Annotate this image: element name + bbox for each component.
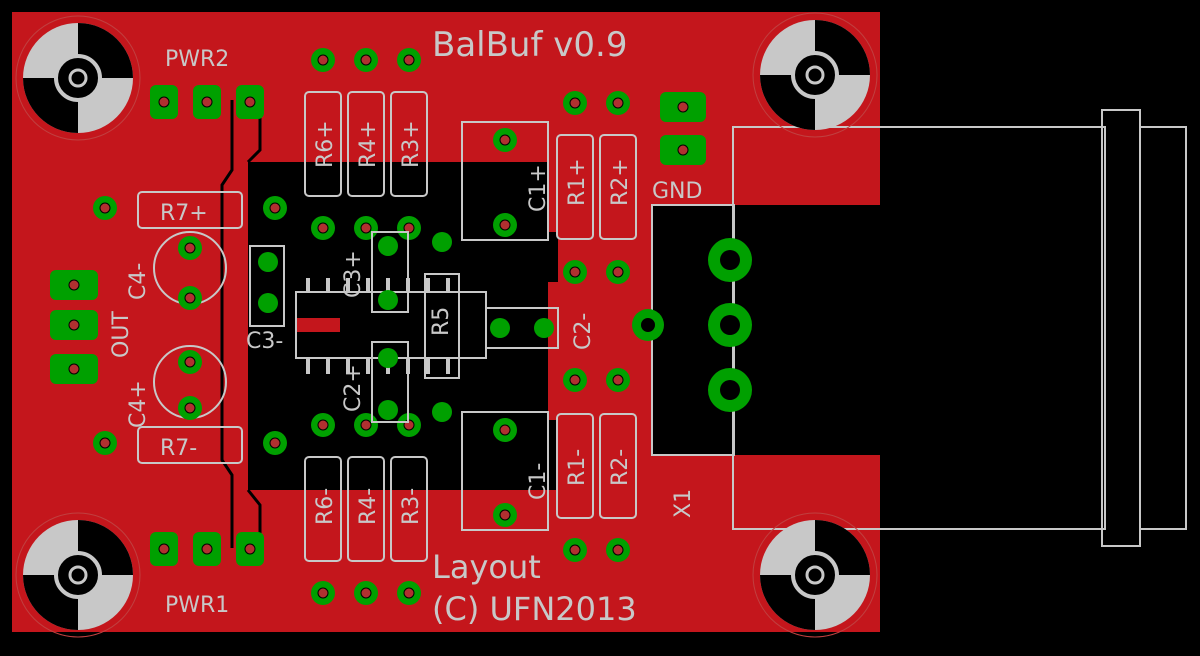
out-header: [50, 270, 98, 384]
label-c3p: C3+: [341, 250, 366, 298]
silkscreen-text: BalBuf v0.9 Layout (C) UFN2013 PWR2 PWR1…: [109, 25, 702, 628]
ic-region: [249, 231, 559, 423]
label-c3: C3-: [246, 329, 283, 354]
label-c1p: C1+: [526, 164, 551, 212]
copper-void-x1: [652, 205, 880, 455]
footer-line1: Layout: [432, 548, 541, 586]
board-title: BalBuf v0.9: [432, 25, 627, 65]
gnd-header: [660, 92, 706, 165]
label-c1m: C1-: [526, 463, 551, 500]
label-r4m: R4-: [356, 488, 381, 525]
label-r1p: R1+: [565, 158, 590, 206]
mounting-hole-tl: [15, 15, 141, 141]
label-c4p: C4+: [126, 380, 151, 428]
label-r7m: R7-: [160, 436, 197, 461]
label-r7p: R7+: [160, 201, 208, 226]
label-pwr2: PWR2: [165, 47, 229, 72]
label-pwr1: PWR1: [165, 593, 229, 618]
label-r2p: R2+: [608, 158, 633, 206]
label-r6p: R6+: [313, 120, 338, 168]
r7-resistors: [93, 191, 287, 464]
footer-line2: (C) UFN2013: [432, 590, 637, 628]
label-c4m: C4-: [126, 263, 151, 300]
label-gnd: GND: [652, 179, 702, 204]
label-r4p: R4+: [356, 120, 381, 168]
label-r2m: R2-: [608, 449, 633, 486]
label-c2p: C2+: [341, 364, 366, 412]
resistor-top-group: [304, 48, 428, 240]
label-r6m: R6-: [313, 488, 338, 525]
mounting-hole-br: [752, 512, 878, 638]
mounting-hole-bl: [15, 512, 141, 638]
c4-capacitors: [153, 231, 227, 420]
label-c2m: C2-: [571, 313, 596, 350]
copper-void: [248, 162, 558, 490]
r1-r2-group: [556, 91, 637, 562]
pwr1-header: [150, 532, 264, 566]
x1-pads: [632, 238, 836, 412]
label-r3m: R3-: [399, 488, 424, 525]
pwr2-header: [150, 85, 264, 119]
mounting-hole-tr: [752, 12, 878, 138]
label-r5: R5: [429, 307, 454, 336]
label-x1: X1: [671, 489, 696, 518]
c1-capacitors: [461, 121, 549, 531]
copper-void-small: [296, 318, 340, 332]
label-out: OUT: [109, 311, 134, 358]
label-r3p: R3+: [399, 120, 424, 168]
label-r1m: R1-: [565, 449, 590, 486]
